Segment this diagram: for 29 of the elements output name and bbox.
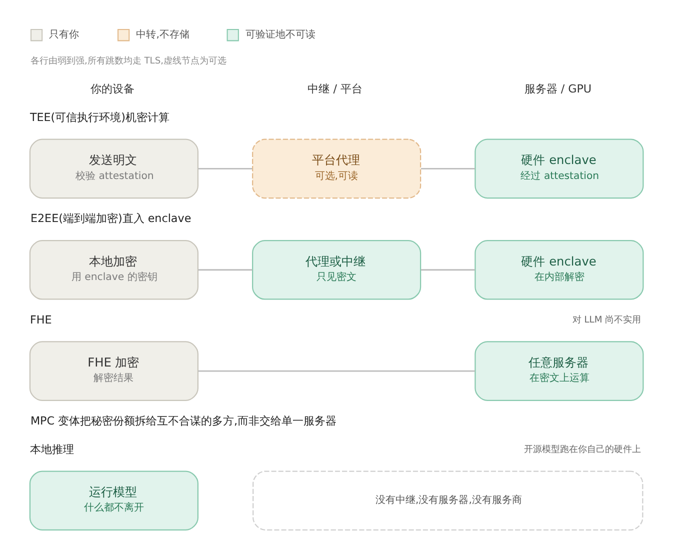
node-box: 运行模型 什么都不离开 [29,470,198,530]
connector [198,268,252,270]
node-box: 发送明文 校验 attestation [29,138,198,198]
connector [420,167,475,169]
label: 服务器 / GPU [524,82,592,96]
label: 你的设备 [90,82,135,96]
node-box: 硬件 enclave 经过 attestation [474,138,644,198]
label: MPC 变体把秘密份额拆给互不合谋的多方,而非交给单一服务器 [30,414,337,428]
node-box: 本地加密 用 enclave 的密钥 [29,239,198,300]
label: E2EE(端到端加密)直入 enclave [30,212,192,225]
legend-label: 中转,不存储 [136,29,190,40]
node-box: 硬件 enclave 在内部解密 [474,239,644,300]
legend-label: 可验证地不可读 [245,29,316,40]
label: 中继 / 平台 [308,82,363,96]
label: 本地推理 [30,442,74,456]
label: FHE [30,312,52,326]
connector [198,370,475,372]
connector [420,268,475,270]
node-box: 代理或中继 只见密文 [252,239,422,300]
label: 各行由弱到强,所有跳数均走 TLS,虚线节点为可选 [30,56,227,66]
node-box: 任意服务器 在密文上运算 [474,340,644,400]
label: TEE(可信执行环境)机密计算 [30,110,170,124]
label: 开源模型跑在你自己的硬件上 [524,444,641,455]
legend-label: 只有你 [49,29,80,40]
connector [198,167,252,169]
label: 对 LLM 尚不实用 [572,315,642,326]
node-box: FHE 加密 解密结果 [29,340,198,400]
node-box: 没有中继,没有服务器,没有服务商 [252,470,644,530]
node-box: 平台代理 可选,可读 [252,138,422,198]
